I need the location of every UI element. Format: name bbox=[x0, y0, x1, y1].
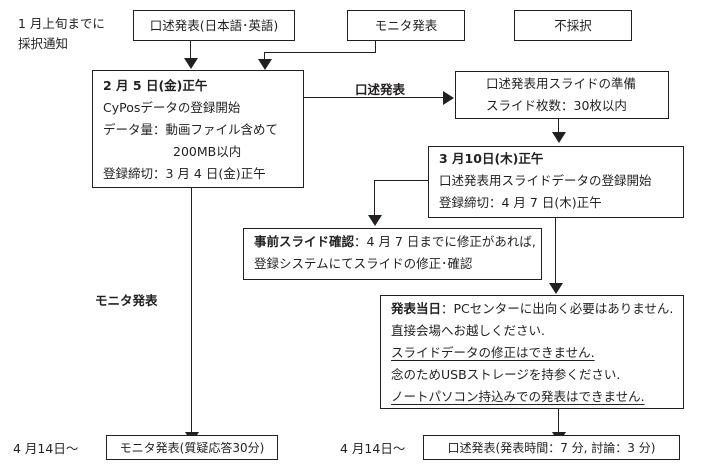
day-of-box: 発表当日：PCセンターに出向く必要はありません. 直接会場へお越しください. ス… bbox=[380, 295, 684, 409]
slide-prep-line-2: スライド枚数：30枚以内 bbox=[486, 98, 627, 113]
registration-box: 2 月 5 日(金)正午 CyPosデータの登録開始 データ量：動画ファイル含め… bbox=[92, 70, 304, 188]
oral-accepted-label: 口述発表(日本語･英語) bbox=[149, 17, 279, 33]
monitor-accepted-label: モニタ発表 bbox=[374, 17, 438, 33]
day-of-line-1: ：PCセンターに出向く必要はありません. bbox=[441, 301, 674, 316]
registration-line-3: 200MB以内 bbox=[173, 144, 242, 159]
slide-prep-line-1: 口述発表用スライドの準備 bbox=[486, 76, 637, 91]
connector-oral-down bbox=[190, 41, 192, 59]
day-of-line-5: ノートパソコン持込みでの発表はできません. bbox=[391, 389, 645, 404]
day-of-line-4: 念のためUSBストレージを持参ください. bbox=[391, 367, 621, 382]
arrow-down-icon bbox=[184, 58, 198, 69]
monitor-final-label: モニタ発表(質疑応答30分) bbox=[119, 441, 265, 455]
day-of-line-3: スライドデータの修正はできません. bbox=[391, 345, 595, 360]
connector-precheck-drop bbox=[374, 180, 376, 216]
registration-line-4: 登録締切：3 月 4 日(金)正午 bbox=[103, 166, 266, 181]
pre-check-line-2: 登録システムにてスライドの修正･確認 bbox=[254, 256, 473, 271]
rejected-box: 不採択 bbox=[514, 10, 632, 41]
slide-upload-date: 3 月10日(木)正午 bbox=[439, 151, 544, 166]
registration-line-2: データ量：動画ファイル含めて bbox=[103, 122, 279, 137]
notice-text: 1 月上旬までに 採択通知 bbox=[18, 14, 105, 54]
arrow-right-icon bbox=[443, 91, 454, 105]
slide-prep-box: 口述発表用スライドの準備 スライド枚数：30枚以内 bbox=[455, 71, 669, 119]
rejected-label: 不採択 bbox=[554, 17, 592, 33]
pre-check-box: 事前スライド確認：4 月 7 日までに修正があれば, 登録システムにてスライドの… bbox=[243, 228, 542, 280]
slide-upload-box: 3 月10日(木)正午 口述発表用スライドデータの登録開始 登録締切：4 月 7… bbox=[428, 146, 684, 218]
connector-upload-down bbox=[555, 218, 557, 284]
oral-final-box: 口述発表(発表時間：7 分, 討論：3 分) bbox=[423, 435, 680, 460]
connector-upload-left bbox=[374, 180, 428, 182]
day-of-line-2: 直接会場へお越しください. bbox=[391, 323, 545, 338]
oral-accepted-box: 口述発表(日本語･英語) bbox=[133, 10, 295, 41]
monitor-final-box: モニタ発表(質疑応答30分) bbox=[106, 435, 278, 460]
pre-check-title: 事前スライド確認 bbox=[254, 234, 355, 249]
oral-start-date: 4 月14日～ bbox=[340, 441, 406, 456]
slide-upload-line-1: 口述発表用スライドデータの登録開始 bbox=[439, 173, 652, 188]
oral-final-label: 口述発表(発表時間：7 分, 討論：3 分) bbox=[447, 441, 656, 455]
arrow-down-icon bbox=[552, 132, 566, 143]
pre-check-line-1: ：4 月 7 日までに修正があれば, bbox=[354, 234, 536, 249]
connector-monitor-drop bbox=[264, 52, 266, 60]
notice-line-2: 採択通知 bbox=[18, 36, 69, 51]
connector-oral-right bbox=[304, 97, 444, 99]
branch-label-monitor: モニタ発表 bbox=[95, 293, 158, 308]
connector-monitor-down bbox=[375, 41, 377, 53]
arrow-down-icon bbox=[368, 215, 382, 226]
notice-line-1: 1 月上旬までに bbox=[18, 16, 105, 31]
connector-dayof-down bbox=[558, 409, 560, 433]
monitor-accepted-box: モニタ発表 bbox=[347, 10, 465, 41]
connector-prep-down bbox=[558, 119, 560, 133]
branch-label-oral: 口述発表 bbox=[355, 82, 406, 97]
registration-line-1: CyPosデータの登録開始 bbox=[103, 100, 241, 115]
arrow-down-icon bbox=[258, 59, 272, 70]
monitor-start-date: 4 月14日～ bbox=[13, 441, 79, 456]
slide-upload-line-2: 登録締切：4 月 7 日(木)正午 bbox=[439, 195, 602, 210]
arrow-down-icon bbox=[549, 283, 563, 294]
connector-monitor-left bbox=[264, 52, 376, 54]
registration-date: 2 月 5 日(金)正午 bbox=[103, 78, 208, 93]
day-of-title: 発表当日 bbox=[391, 301, 442, 316]
connector-monitor-branch bbox=[191, 188, 193, 433]
